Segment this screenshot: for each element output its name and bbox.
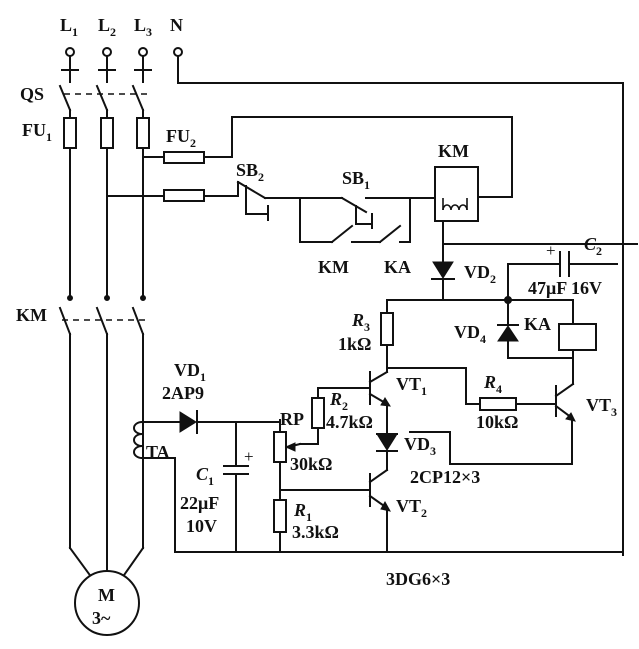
label-C2: C bbox=[584, 234, 597, 254]
label-TA: TA bbox=[146, 442, 170, 462]
label-ka-coil: KA bbox=[524, 314, 551, 334]
fuse-fu1: FU1 bbox=[22, 109, 150, 297]
terminal-labels: L1 L2 L3 N bbox=[60, 15, 183, 39]
label-diode-type: 2CP12×3 bbox=[410, 467, 480, 487]
label-c2-value: 47μF 16V bbox=[528, 278, 602, 298]
label-C1: C bbox=[196, 464, 209, 484]
label-R3: R bbox=[351, 310, 364, 330]
control-circuit: FU2 SB2 SB1 KM KA bbox=[106, 116, 638, 277]
svg-text:VT1: VT1 bbox=[396, 374, 427, 398]
label-VT1: VT bbox=[396, 374, 421, 394]
label-motor-phase: 3~ bbox=[92, 608, 111, 628]
svg-text:VD4: VD4 bbox=[454, 322, 486, 346]
current-sensing-stage: TA VD1 2AP9 + C1 22μF 10V 3DG6×3 bbox=[133, 360, 624, 589]
label-km-contact: KM bbox=[318, 257, 349, 277]
svg-text:SB2: SB2 bbox=[236, 160, 264, 184]
label-r2-value: 4.7kΩ bbox=[326, 412, 373, 432]
label-transistor-type: 3DG6×3 bbox=[386, 569, 450, 589]
label-R4: R bbox=[483, 372, 496, 392]
label-VD1: VD bbox=[174, 360, 200, 380]
label-SB2: SB bbox=[236, 160, 258, 180]
label-R1: R bbox=[293, 500, 306, 520]
main-contactor-km: KM bbox=[16, 295, 150, 580]
label-FU2: FU bbox=[166, 126, 190, 146]
svg-text:L1: L1 bbox=[60, 15, 78, 39]
label-SB1: SB bbox=[342, 168, 364, 188]
label-QS: QS bbox=[20, 84, 44, 104]
svg-text:VD3: VD3 bbox=[404, 434, 436, 458]
svg-text:VD2: VD2 bbox=[464, 262, 496, 286]
svg-text:VT2: VT2 bbox=[396, 496, 427, 520]
label-VD2: VD bbox=[464, 262, 490, 282]
motor: M 3~ bbox=[74, 570, 140, 636]
svg-text:VD1: VD1 bbox=[174, 360, 206, 384]
isolator-switch-qs: QS bbox=[20, 69, 150, 112]
svg-text:C2: C2 bbox=[584, 234, 602, 258]
label-R2: R bbox=[329, 389, 342, 409]
label-vd1-type: 2AP9 bbox=[162, 383, 204, 403]
label-motor: M bbox=[98, 585, 115, 605]
svg-text:FU2: FU2 bbox=[166, 126, 196, 150]
label-c2-plus: + bbox=[546, 241, 556, 260]
svg-text:L3: L3 bbox=[134, 15, 152, 39]
label-c1-plus: + bbox=[244, 447, 254, 466]
detector-stage: VT1 VD3 2CP12×3 VT2 R2 4.7kΩ RP 30kΩ bbox=[273, 367, 480, 553]
label-VT3: VT bbox=[586, 395, 611, 415]
label-VT2: VT bbox=[396, 496, 421, 516]
svg-text:R4: R4 bbox=[483, 372, 502, 396]
label-RP: RP bbox=[280, 409, 304, 429]
label-N: N bbox=[170, 15, 183, 35]
label-r3-value: 1kΩ bbox=[338, 334, 371, 354]
label-c1-voltage: 10V bbox=[186, 516, 217, 536]
label-r4-value: 10kΩ bbox=[476, 412, 518, 432]
svg-text:R2: R2 bbox=[329, 389, 348, 413]
svg-text:C1: C1 bbox=[196, 464, 214, 488]
label-rp-value: 30kΩ bbox=[290, 454, 332, 474]
label-L2: L bbox=[98, 15, 110, 35]
svg-text:SB1: SB1 bbox=[342, 168, 370, 192]
motor-symbol bbox=[74, 570, 140, 636]
label-ka-contact: KA bbox=[384, 257, 411, 277]
label-km-coil: KM bbox=[438, 141, 469, 161]
label-VD4: VD bbox=[454, 322, 480, 342]
label-c1-value: 22μF bbox=[180, 493, 219, 513]
label-VD3: VD bbox=[404, 434, 430, 454]
svg-text:L2: L2 bbox=[98, 15, 116, 39]
label-L3: L bbox=[134, 15, 146, 35]
relay-driver-stage: VD2 + C2 47μF 16V VD4 KA R3 1kΩ bbox=[338, 234, 618, 373]
output-transistor-stage: VT3 R4 10kΩ bbox=[409, 357, 617, 465]
label-L1: L bbox=[60, 15, 72, 35]
svg-text:R3: R3 bbox=[351, 310, 370, 334]
label-FU1: FU bbox=[22, 120, 46, 140]
label-km-main: KM bbox=[16, 305, 47, 325]
svg-text:FU1: FU1 bbox=[22, 120, 52, 144]
svg-text:VT3: VT3 bbox=[586, 395, 617, 419]
label-r1-value: 3.3kΩ bbox=[292, 522, 339, 542]
svg-text:R1: R1 bbox=[293, 500, 312, 524]
